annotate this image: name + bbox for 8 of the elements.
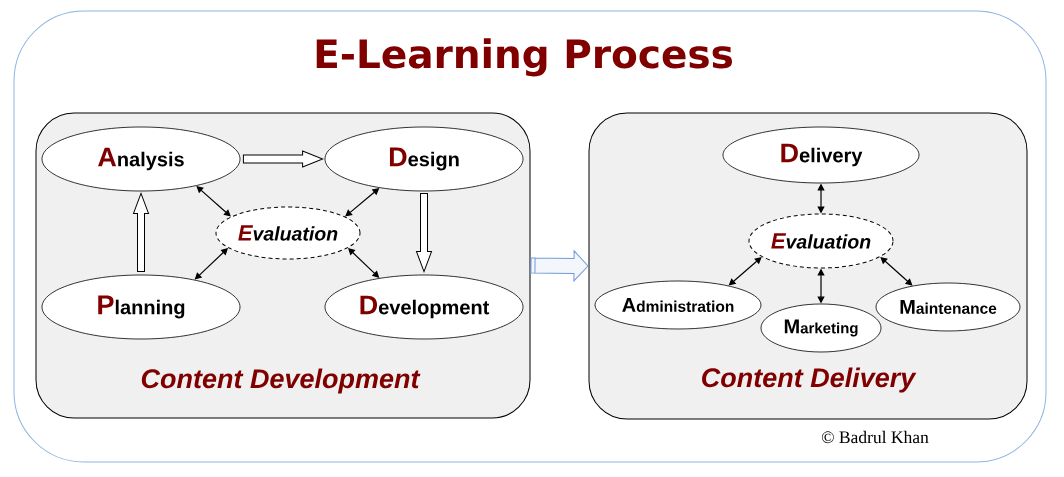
title: E-Learning Process (316, 38, 732, 77)
block-arrow (242, 150, 324, 168)
panel-heading: Content Delivery (702, 367, 917, 393)
panel-heading: Content Development (141, 368, 421, 394)
copyright-note: © Badrul Khan (821, 430, 929, 444)
block-arrow (133, 192, 149, 273)
block-arrow (530, 250, 589, 282)
block-arrow (416, 192, 432, 273)
